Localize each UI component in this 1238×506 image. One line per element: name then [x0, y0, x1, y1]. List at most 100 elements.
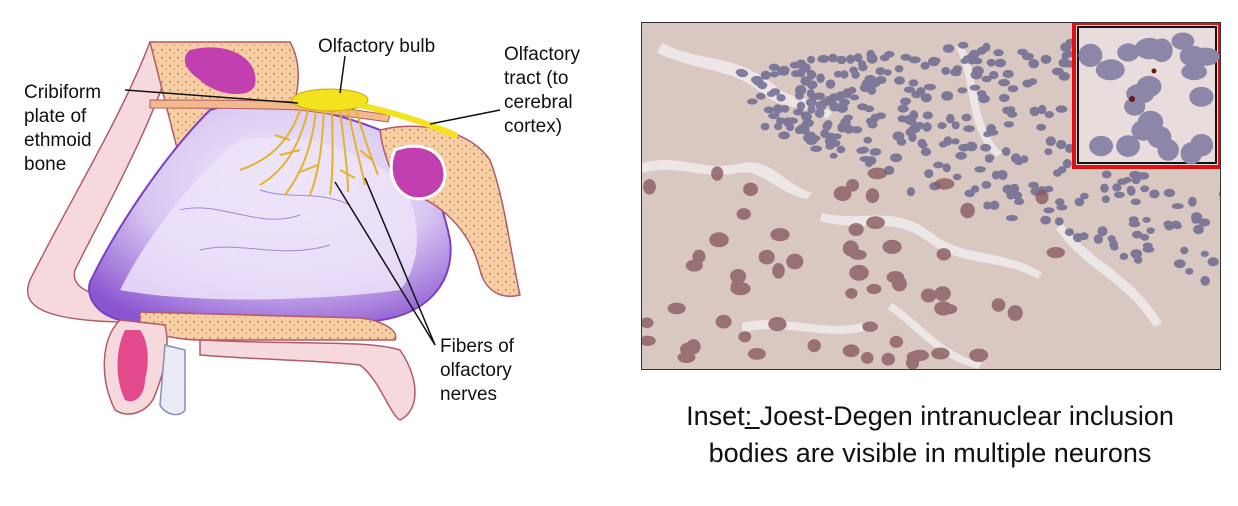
neuron-nucleus: [738, 331, 752, 343]
granule-nucleus: [846, 54, 855, 64]
granule-nucleus: [1130, 198, 1141, 205]
neuron-nucleus: [1007, 305, 1023, 321]
granule-nucleus: [1054, 217, 1064, 226]
soft-palate: [199, 339, 416, 421]
granule-nucleus: [1219, 276, 1220, 279]
granule-nucleus: [879, 54, 890, 62]
granule-nucleus: [1036, 123, 1047, 131]
granule-nucleus: [883, 69, 892, 76]
label-cribiform-line4: bone: [24, 154, 66, 175]
granule-nucleus: [1022, 79, 1033, 88]
granule-nucleus: [993, 49, 1004, 57]
inset-nucleus: [1097, 59, 1125, 80]
inclusion-body: [1151, 68, 1157, 74]
granule-nucleus: [859, 146, 869, 154]
granule-nucleus: [908, 56, 921, 64]
granule-nucleus: [836, 145, 846, 154]
granule-nucleus: [851, 70, 860, 79]
neuron-nucleus: [881, 352, 895, 366]
granule-nucleus: [1131, 230, 1143, 239]
granule-nucleus: [783, 117, 793, 127]
neuron-nucleus: [709, 232, 729, 248]
granule-nucleus: [1100, 183, 1109, 193]
granule-nucleus: [903, 86, 915, 93]
neuron-nucleus: [934, 178, 955, 190]
label-tract-line3: cerebral: [504, 92, 573, 113]
granule-nucleus: [920, 147, 932, 157]
granule-nucleus: [957, 41, 969, 49]
granule-nucleus: [994, 58, 1006, 68]
granule-nucleus: [986, 58, 996, 67]
granule-nucleus: [800, 111, 812, 121]
granule-nucleus: [941, 66, 951, 75]
granule-nucleus: [824, 120, 833, 128]
caption-inset-label: Inset: [686, 401, 745, 431]
granule-nucleus: [906, 187, 915, 197]
granule-nucleus: [1056, 204, 1068, 211]
granule-nucleus: [1133, 255, 1143, 264]
granule-nucleus: [776, 66, 786, 76]
granule-nucleus: [1058, 72, 1070, 81]
granule-nucleus: [951, 138, 960, 145]
granule-nucleus: [800, 128, 810, 135]
granule-nucleus: [1074, 197, 1085, 207]
granule-nucleus: [1037, 104, 1047, 115]
neuron-nucleus: [889, 335, 904, 348]
granule-nucleus: [1028, 181, 1039, 189]
granule-nucleus: [795, 85, 807, 95]
neuron-nucleus: [848, 223, 864, 236]
granule-nucleus: [981, 75, 992, 83]
neuron-nucleus: [886, 271, 905, 284]
granule-nucleus: [771, 88, 780, 96]
neuron-nucleus: [642, 317, 654, 329]
granule-nucleus: [1127, 186, 1136, 196]
granule-nucleus: [1188, 196, 1197, 207]
granule-nucleus: [753, 77, 764, 86]
lip-muscle: [117, 330, 148, 402]
inset-nucleus: [1190, 133, 1214, 157]
neuron-nucleus: [905, 356, 920, 369]
granule-nucleus: [919, 141, 928, 149]
neuron-nucleus: [758, 249, 775, 265]
granule-nucleus: [802, 118, 814, 128]
sphenoid-sinus: [389, 144, 447, 201]
granule-nucleus: [1045, 136, 1056, 147]
micrograph-image: [642, 23, 1220, 369]
granule-nucleus: [796, 70, 806, 78]
inset-inner-frame: [1077, 26, 1217, 164]
neuron-nucleus: [931, 347, 950, 360]
neuron-nucleus: [882, 239, 902, 254]
inset-nucleus: [1116, 135, 1140, 157]
granule-nucleus: [981, 181, 992, 189]
granule-nucleus: [836, 55, 847, 65]
granule-nucleus: [1113, 191, 1125, 198]
granule-nucleus: [776, 94, 786, 102]
granule-nucleus: [924, 169, 934, 179]
neuron-nucleus: [861, 352, 874, 364]
granule-nucleus: [1101, 170, 1112, 179]
granule-nucleus: [970, 185, 980, 193]
neuron-nucleus: [1035, 189, 1049, 205]
label-cribiform-line1: Cribiform: [24, 82, 101, 103]
granule-nucleus: [920, 61, 930, 70]
granule-nucleus: [986, 124, 997, 132]
inclusion-body: [1129, 96, 1135, 102]
olfactory-bulb: [291, 88, 369, 112]
granule-nucleus: [969, 84, 981, 91]
granule-nucleus: [806, 69, 816, 80]
granule-nucleus: [768, 112, 778, 119]
granule-nucleus: [807, 55, 816, 64]
granule-nucleus: [1012, 191, 1023, 200]
granule-nucleus: [778, 131, 790, 140]
granule-nucleus: [1137, 172, 1150, 180]
granule-nucleus: [810, 145, 822, 152]
inset-panel: [1072, 23, 1220, 169]
granule-nucleus: [1140, 185, 1150, 193]
granule-nucleus: [1207, 257, 1219, 267]
granule-nucleus: [805, 137, 818, 146]
granule-nucleus: [998, 93, 1010, 103]
granule-nucleus: [967, 52, 978, 63]
neuron-nucleus: [833, 186, 852, 202]
neuron-nucleus: [643, 179, 656, 195]
granule-nucleus: [866, 53, 878, 64]
